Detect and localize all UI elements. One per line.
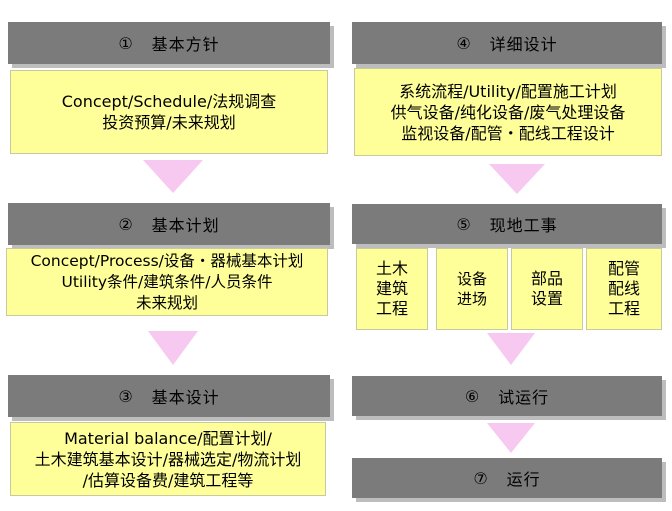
step-3-number: ③ — [118, 386, 134, 406]
step-2-number: ② — [118, 214, 134, 234]
site-work-equipment-line-1: 设备 — [456, 270, 487, 288]
step-2-line-1: Concept/Process/设备・器械基本计划 — [30, 251, 304, 270]
step-2-header: ② 基本计划 — [8, 203, 330, 245]
step-4-title: 详细设计 — [489, 35, 558, 54]
step-1-number: ① — [118, 33, 134, 53]
site-work-parts-line-1: 部品 — [530, 269, 563, 288]
down-arrow-6 — [487, 423, 535, 453]
step-3-line-3: /估算设备费/建筑工程等 — [82, 470, 254, 490]
step-1-line-2: 投资预算/未来规划 — [102, 113, 236, 132]
step-2-body: Concept/Process/设备・器械基本计划 Utility条件/建筑条件… — [6, 248, 328, 316]
step-6-title: 试运行 — [498, 388, 550, 407]
step-5-title: 现地工事 — [489, 216, 558, 235]
down-arrow-5 — [487, 333, 535, 365]
step-1-title: 基本方针 — [151, 35, 220, 54]
step-7-header: ⑦ 运行 — [352, 458, 662, 498]
step-6-number: ⑥ — [464, 386, 481, 406]
step-2-title: 基本计划 — [151, 216, 220, 235]
step-3-line-2: 土木建筑基本设计/器械选定/物流计划 — [34, 449, 302, 469]
step-5-header: ⑤ 现地工事 — [352, 204, 662, 244]
step-5-number: ⑤ — [456, 214, 472, 234]
down-arrow-1 — [143, 160, 203, 193]
step-3-header: ③ 基本设计 — [8, 375, 330, 417]
site-work-piping-cell: 配管 配线 工程 — [586, 248, 662, 330]
step-4-number: ④ — [456, 33, 472, 53]
site-work-piping-line-1: 配管 — [607, 259, 640, 278]
step-3-line-1: Material balance/配置计划/ — [64, 428, 272, 448]
step-7-title: 运行 — [506, 470, 541, 489]
site-work-parts-cell: 部品 设置 — [511, 248, 583, 330]
down-arrow-4 — [489, 164, 545, 194]
step-3-title: 基本设计 — [151, 388, 220, 407]
step-4-line-1: 系统流程/Utility/配置施工计划 — [399, 81, 617, 101]
down-arrow-2 — [148, 331, 198, 365]
site-work-civil-line-3: 工程 — [375, 299, 408, 318]
site-work-equipment-cell: 设备 进场 — [436, 248, 508, 330]
site-work-piping-line-3: 工程 — [607, 299, 640, 318]
step-3-body: Material balance/配置计划/ 土木建筑基本设计/器械选定/物流计… — [10, 422, 326, 496]
step-1-header: ① 基本方针 — [8, 22, 330, 64]
site-work-civil-line-2: 建筑 — [375, 279, 408, 298]
site-work-civil-cell: 土木 建筑 工程 — [356, 248, 428, 330]
step-4-line-2: 供气设备/纯化设备/废气处理设备 — [390, 102, 626, 122]
site-work-civil-line-1: 土木 — [375, 259, 408, 278]
step-4-body: 系统流程/Utility/配置施工计划 供气设备/纯化设备/废气处理设备 监视设… — [354, 68, 662, 156]
step-4-header: ④ 详细设计 — [352, 22, 662, 64]
step-2-line-3: 未来规划 — [135, 293, 198, 312]
site-work-equipment-line-2: 进场 — [456, 290, 487, 308]
step-1-body: Concept/Schedule/法规调查 投资预算/未来规划 — [10, 70, 328, 154]
step-2-line-2: Utility条件/建筑条件/人员条件 — [61, 272, 273, 291]
step-7-number: ⑦ — [473, 468, 489, 488]
step-1-line-1: Concept/Schedule/法规调查 — [61, 92, 277, 111]
site-work-piping-line-2: 配线 — [607, 279, 640, 298]
step-4-line-3: 监视设备/配管・配线工程设计 — [401, 123, 615, 143]
step-6-header: ⑥ 试运行 — [352, 376, 662, 416]
site-work-parts-line-2: 设置 — [530, 289, 563, 308]
